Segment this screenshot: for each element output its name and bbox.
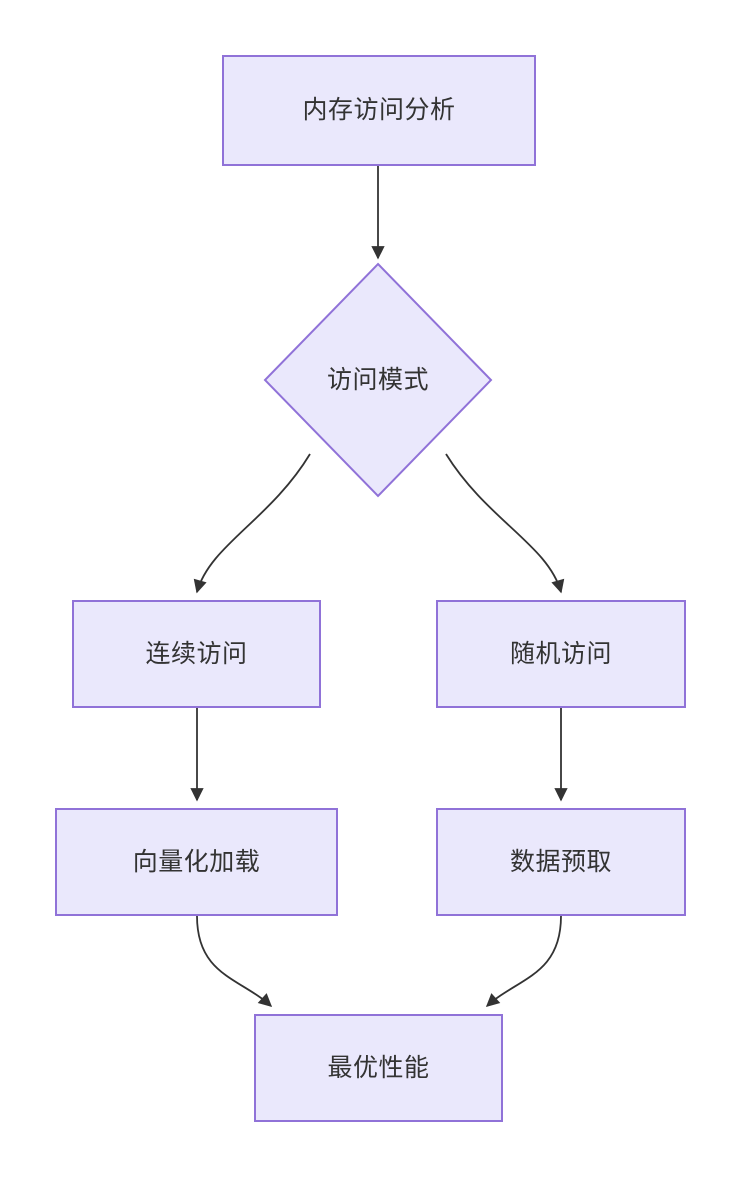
node-vectorized-load[interactable]: 向量化加载 bbox=[55, 808, 338, 916]
edge-vectorized-load-to-optimal-performance bbox=[196, 915, 273, 1007]
node-label: 向量化加载 bbox=[132, 847, 261, 876]
diamond-shape bbox=[263, 262, 493, 498]
node-label: 数据预取 bbox=[509, 847, 612, 876]
node-data-prefetch[interactable]: 数据预取 bbox=[436, 808, 686, 916]
edge-access-pattern-to-sequential-access bbox=[193, 453, 311, 594]
node-optimal-performance[interactable]: 最优性能 bbox=[254, 1014, 503, 1122]
node-memory-access-analysis[interactable]: 内存访问分析 bbox=[222, 55, 536, 166]
node-label: 内存访问分析 bbox=[302, 96, 456, 124]
node-sequential-access[interactable]: 连续访问 bbox=[72, 600, 321, 708]
node-random-access[interactable]: 随机访问 bbox=[436, 600, 686, 708]
edge-data-prefetch-to-optimal-performance bbox=[485, 915, 562, 1007]
node-label: 随机访问 bbox=[509, 639, 612, 668]
node-label: 连续访问 bbox=[145, 639, 248, 668]
edge-access-pattern-to-random-access bbox=[445, 453, 565, 594]
node-label: 最优性能 bbox=[327, 1053, 430, 1082]
